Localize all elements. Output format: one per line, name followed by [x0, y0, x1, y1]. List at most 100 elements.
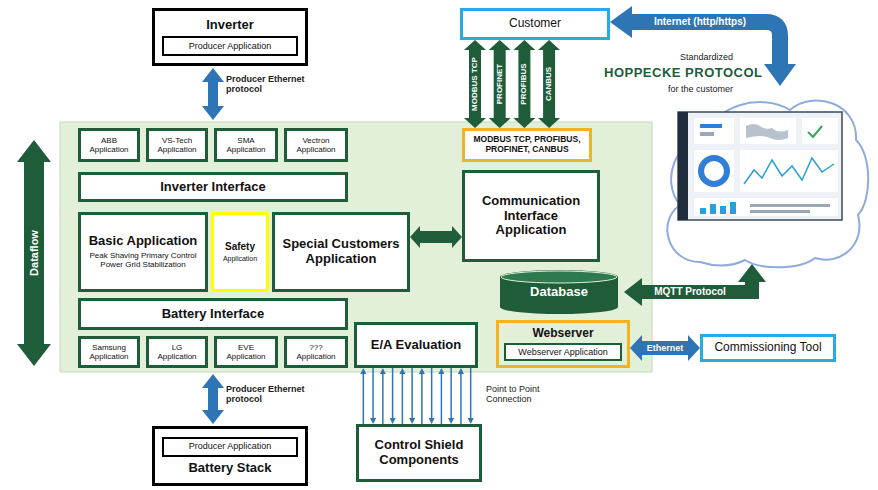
art-part — [730, 202, 736, 214]
art-part — [694, 198, 838, 216]
component-box: SafetyApplication — [211, 212, 269, 292]
box-body-text: Peak Shaving Primary Control Power Grid … — [84, 251, 202, 269]
box-label: Customer — [509, 17, 561, 31]
arrow-label: MQTT Protocol — [654, 286, 726, 298]
box-label: Inverter Interface — [160, 180, 266, 195]
connection-label: Point to Point Connection — [486, 384, 566, 405]
protocol-arrow — [518, 50, 530, 118]
database-cylinder: Database — [500, 270, 618, 314]
box-label: Basic Application — [89, 234, 198, 249]
component-box: ABB Application — [78, 128, 140, 162]
component-box: SMA Application — [214, 128, 278, 162]
box-label: Webserver Application — [518, 347, 607, 357]
box-label: Control Shield Components — [362, 438, 476, 468]
component-box: InverterProducer Application — [152, 8, 308, 66]
edge-label: CANBUS — [545, 67, 553, 101]
box-label: Communication Interface Application — [468, 194, 594, 239]
box-label: E/A Evaluation — [371, 338, 462, 353]
component-box: WebserverWebserver Application — [496, 320, 630, 368]
edge-label: PROFINET — [496, 64, 504, 104]
edge-label: MODBUS TCP — [471, 57, 479, 111]
edge-label: PROFIBUS — [520, 63, 528, 104]
component-box: Producer Application — [162, 36, 298, 56]
box-label: Battery Stack — [188, 461, 271, 476]
box-label: Webserver — [532, 327, 593, 341]
box-label: ABB Application — [84, 136, 134, 154]
component-box: Communication Interface Application — [462, 170, 600, 262]
signal-arrow — [421, 374, 423, 424]
arrow-label: Internet (http/https) — [654, 16, 746, 28]
box-label: SMA Application — [220, 136, 272, 154]
box-label: Samsung Application — [84, 343, 134, 361]
cylinder-body — [500, 270, 618, 314]
component-box: Special Customers Application — [272, 212, 410, 292]
art-part — [720, 206, 726, 214]
art-part — [694, 118, 734, 144]
component-box: Battery Interface — [78, 298, 348, 330]
cylinder-top — [501, 271, 617, 283]
box-label: EVE Application — [220, 343, 272, 361]
ethernet-arrow — [642, 341, 688, 355]
box-label: Vectron Application — [290, 136, 342, 154]
component-box: Inverter Interface — [78, 172, 348, 202]
component-box: Customer — [460, 8, 610, 40]
art-part — [808, 126, 822, 137]
component-box: Control Shield Components — [356, 424, 482, 482]
signal-arrow — [441, 374, 443, 424]
art-part — [710, 204, 716, 214]
component-box: Commissioning Tool — [700, 334, 836, 362]
component-box: Vectron Application — [284, 128, 348, 162]
signal-arrow — [382, 374, 384, 424]
edge-label: Ethernet — [647, 344, 684, 353]
arrow-label: Dataflow — [28, 230, 41, 276]
box-label: Inverter — [206, 18, 254, 33]
signal-arrow — [363, 374, 365, 424]
art-part — [802, 118, 838, 144]
box-label: Safety — [225, 241, 255, 253]
box-label: Battery Interface — [162, 307, 265, 322]
protocol-arrow — [469, 50, 481, 118]
internet-arrow — [632, 22, 780, 64]
box-label: Commissioning Tool — [714, 341, 821, 355]
cloud-outline — [667, 100, 868, 267]
art-part — [746, 124, 788, 140]
component-box: ??? Application — [284, 336, 348, 368]
protocol-arrow — [420, 231, 452, 243]
protocol-label: Producer Ethernet protocol — [226, 384, 326, 405]
box-label: Producer Application — [189, 441, 272, 451]
art-part — [744, 158, 834, 184]
component-box: MODBUS TCP, PROFIBUS, PROFINET, CANBUS — [462, 128, 592, 162]
box-label: Special Customers Application — [278, 237, 404, 267]
signal-arrow — [450, 368, 452, 418]
dataflow-arrow — [24, 162, 44, 344]
art-part — [700, 132, 714, 136]
art-part — [678, 112, 842, 220]
signal-arrow — [411, 368, 413, 418]
protocol-arrow — [543, 50, 555, 118]
signal-arrow — [431, 368, 433, 418]
component-box: LG Application — [146, 336, 208, 368]
component-box: EVE Application — [214, 336, 278, 368]
art-part — [740, 150, 838, 192]
component-box: Webserver Application — [504, 343, 622, 361]
art-part — [678, 112, 688, 220]
component-box: Battery Stack Producer Application — [152, 426, 308, 486]
note-text: Standardized — [680, 52, 733, 62]
signal-arrow — [392, 368, 394, 418]
component-box: E/A Evaluation — [354, 322, 478, 368]
art-part — [694, 150, 734, 192]
box-label: MODBUS TCP, PROFIBUS, PROFINET, CANBUS — [468, 135, 586, 155]
box-body-text: Application — [223, 255, 257, 263]
signal-arrow — [402, 374, 404, 424]
art-part — [700, 208, 706, 214]
note-text: for the customer — [668, 84, 733, 94]
art-part — [750, 210, 810, 213]
protocol-name: HOPPECKE PROTOCOL — [604, 66, 763, 81]
component-box: VS-Tech Application — [146, 128, 208, 162]
box-label: Producer Application — [189, 41, 272, 51]
box-label: LG Application — [152, 343, 202, 361]
box-label: ??? Application — [290, 343, 342, 361]
art-part — [701, 158, 727, 184]
ethernet-arrow — [208, 388, 218, 410]
